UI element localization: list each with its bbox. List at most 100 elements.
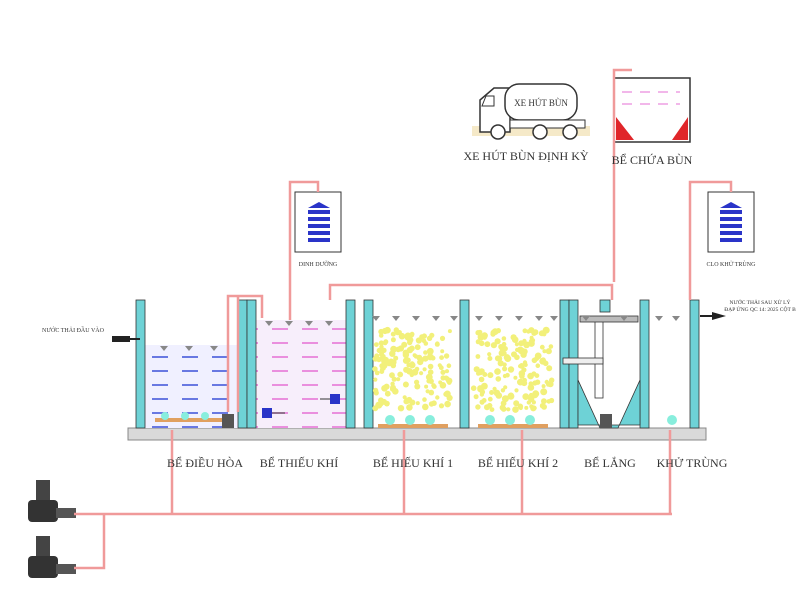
bubble	[422, 403, 429, 411]
bubble	[390, 384, 396, 391]
bubble	[381, 327, 389, 335]
bubble	[494, 338, 501, 345]
truck-label: XE HÚT BÙN ĐỊNH KỲ	[463, 149, 588, 163]
bubble	[524, 405, 529, 410]
bubble	[539, 344, 545, 350]
bubble	[527, 384, 535, 391]
bubble	[513, 400, 520, 407]
bubble	[406, 404, 413, 411]
aeration-bubbles	[470, 326, 555, 413]
bubble	[531, 400, 536, 405]
bubble	[501, 395, 509, 403]
bubble	[534, 373, 540, 378]
bubble	[523, 362, 528, 367]
bubble	[535, 363, 541, 369]
bubble	[423, 350, 428, 355]
truck-body-text: XE HÚT BÙN	[514, 98, 568, 108]
bubble	[429, 332, 435, 338]
bubble	[507, 392, 515, 400]
nutrient-drum-icon	[294, 191, 342, 253]
bubble	[427, 363, 434, 370]
bubble	[510, 334, 517, 341]
bubble	[389, 359, 394, 364]
bubble	[512, 406, 519, 413]
pipe-network	[74, 68, 733, 570]
tank-label-thieu-khi: BỂ THIẾU KHÍ	[260, 455, 338, 470]
bubble	[532, 405, 537, 411]
bubble	[518, 363, 525, 369]
bubble	[378, 333, 384, 338]
bubble	[424, 384, 429, 389]
bubble	[497, 360, 504, 367]
outlet-arrow-icon	[700, 312, 726, 320]
bubble	[475, 354, 481, 359]
bubble	[444, 369, 450, 374]
bubble	[478, 340, 485, 347]
bubble	[546, 399, 552, 404]
bubble	[500, 388, 506, 393]
diffuser-icon	[478, 415, 548, 428]
bubble	[437, 363, 442, 368]
bubble	[379, 367, 384, 372]
bubble	[511, 351, 517, 358]
bubble	[402, 357, 410, 364]
tank-hieu-khi-1	[363, 299, 470, 429]
bubble	[438, 380, 443, 385]
bubble	[548, 344, 554, 349]
bubble	[422, 367, 427, 372]
aeration-bubbles	[372, 326, 453, 412]
bubble	[446, 363, 452, 369]
bubble	[425, 373, 433, 381]
bubble	[411, 368, 419, 376]
bubble	[409, 362, 416, 369]
bubble	[381, 385, 388, 392]
bubble	[415, 337, 422, 344]
outlet-label-1: NƯỚC THẢI SAU XỬ LÝ	[730, 298, 791, 306]
bubble	[381, 347, 387, 353]
bubble	[439, 335, 446, 341]
pump-icon	[222, 414, 234, 428]
bubble	[478, 368, 485, 375]
bubble	[407, 339, 413, 346]
bubble	[378, 340, 385, 346]
bubble	[495, 328, 501, 334]
bubble	[495, 392, 503, 399]
chlorine-label: CLO KHỬ TRÙNG	[707, 260, 757, 268]
bubble	[397, 405, 405, 412]
bubble	[395, 346, 402, 353]
bubble	[406, 368, 413, 375]
bubble	[374, 370, 380, 376]
bubble	[517, 346, 524, 353]
bubble	[416, 354, 423, 361]
nutrient-label: DINH DƯỠNG	[299, 260, 338, 268]
bubble	[477, 385, 483, 391]
tank-lang	[562, 299, 650, 429]
bubble	[402, 381, 409, 388]
bubble	[415, 401, 420, 406]
bubble	[532, 380, 538, 386]
bubble	[406, 346, 414, 354]
bubble	[517, 403, 524, 410]
bubble	[379, 344, 384, 349]
bubble	[390, 331, 396, 337]
bubble	[542, 326, 550, 334]
bubble	[475, 330, 481, 336]
bubble	[428, 401, 435, 407]
bubble	[549, 377, 555, 383]
bubble	[489, 390, 495, 395]
bubble	[470, 385, 477, 392]
bubble	[475, 404, 481, 410]
bubble	[431, 383, 436, 388]
bubble	[427, 369, 434, 376]
air-blower-icon	[28, 536, 76, 578]
bubble	[528, 338, 535, 345]
bubble	[372, 405, 379, 412]
bubble	[443, 353, 450, 359]
tank-hieu-khi-2	[470, 299, 570, 429]
bubble	[381, 354, 386, 359]
bubble	[390, 345, 397, 353]
bubble	[423, 341, 429, 346]
bubble	[487, 356, 493, 361]
pump-icon	[600, 414, 612, 428]
bubble	[440, 369, 446, 375]
